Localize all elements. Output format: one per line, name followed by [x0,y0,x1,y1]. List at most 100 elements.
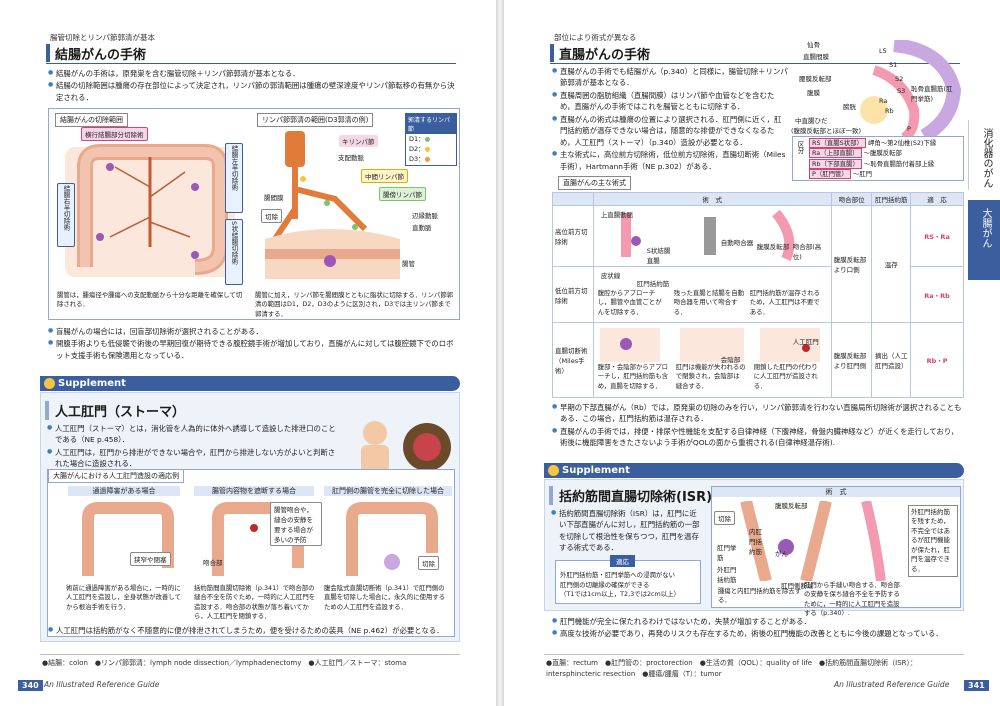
stoma-col-2: 腸管内容物を遮断する場合 [194,486,314,496]
isr-tag-internal: 内肛門括約筋 [749,528,762,556]
anat-tag-s1: S1 [889,61,898,69]
bullet: 人工肛門（ストーマ）とは，消化管を人為的に体外へ誘導して造設した排泄口のことであ… [47,423,337,446]
tag-main-lymph: キリンパ節 [339,135,378,147]
tag-excision: 切除 [261,209,282,223]
folio-left: An Illustrated Reference Guide [44,680,160,689]
legend-d2: D2： [409,144,425,153]
tag-marginal-artery: 辺縁動脈 [412,212,438,220]
supplement-band-right: Supplement [544,463,964,478]
right-title-rule [550,63,960,64]
footer-rule-left [40,654,460,655]
anat-tag-reflection: 腰膜反転部 [799,75,832,83]
miles-illus [599,328,820,362]
row3-sphincter: 摘出（人工肛門造設） [871,322,912,398]
left-page: 腸管切除とリンパ節郭清が基本 結腸がんの手術 結腸がんの手術は，原発巣を含む腸管… [0,0,496,706]
row2-note-2: 残った直腸と結腸を自動吻合器を用いて吻合する． [673,289,744,316]
bullet: 直腸周囲の脂肪組織（直腸間膜）はリンパ節や血管などを含むため，直腸がんの手術では… [552,90,788,113]
row2-note-1: 腹腔からアプローチし，腸管や血管ごとがんを切除する． [597,289,662,316]
bullet: 人工肛門は括約筋がなく不随意的に便が排泄されてしまうため，便を受けるための装具（… [48,625,458,636]
bullet: 結腸の切除範囲は腫瘍の存在部位によって決定され，リンパ節の郭清範囲は腫瘍の壁深達… [48,80,458,103]
left-title-rule [46,63,456,64]
supplement-label: Supplement [58,378,126,389]
th-blank [552,192,594,206]
side-tab-colorectal[interactable]: 大腸がん [968,200,1000,280]
lymph-legend: 郭清するリンパ節 D1：● D2：● D3：● [405,113,457,167]
right-intro-bullets: 直腸がんの手術でも結腸がん（p.340）と同様に，腸管切除＋リンパ節郭清が基本と… [552,66,788,173]
row3-site: 腹膜反転部より肛門側 [830,322,873,398]
side-tab-digestive[interactable]: 消化器のがん [968,120,1000,190]
row1-indication: RS・Ra [910,205,964,267]
tag-intestine: 腸管 [402,260,415,268]
isr-indication-title: 適応 [610,555,635,567]
table-row: 低位前方切除術 皮状線 肛門括約筋 腹腔からアプローチし，腸管や血管ごとがんを切… [552,266,964,323]
supplement-panel-right: 括約筋間直腸切除術(ISR) 括約筋間直腸切除術（ISR）は，肛門に近い下部直腸… [544,479,964,617]
legend-d3: D3： [409,154,425,163]
row1-tag-rectum: 直腸 [646,257,660,265]
anat-tag-s2: S2 [895,75,904,83]
bullet: 人工肛門は，肛門から排泄ができない場合や，肛門から排泄しない方がよいと判断された… [47,447,337,470]
isr-indication-box: 適応 外肛門括約筋・肛門挙筋への浸潤がない 肛門側の切離縁の確保ができる （T1… [555,555,701,604]
right-kicker: 部位により術式が異なる [554,33,637,42]
bullet: 盲腸がんの場合には，回盲部切除術が選択されることがある． [48,326,458,337]
row3-note-1: 腹部・会陰部からアプローチし，肛門括約筋も含め，直腸を切除する． [597,363,668,390]
anat-tag-rb: Rb [885,107,894,115]
tag-paracolic-lymph: 腸傍リンパ節 [379,187,426,201]
anat-tag-l5: L5 [879,47,887,55]
left-bullets-2: 盲腸がんの場合には，回盲部切除術が選択されることがある． 開腹手術よりも低侵襲で… [48,326,458,362]
row2-note-3: 肛門括約筋が温存されるため，人工肛門は不要である． [749,289,820,316]
tag-feeding-artery: 支配動脈 [338,154,364,162]
isr-caption-2: 肛門から手縫い吻合する．吻合部の安静を保ち縫合不全を予防するために，一時的に人工… [804,581,900,617]
isr-tag-cancer: がん [775,550,788,558]
table-row: 高位前方切除術 上直腸動脈 S状結腸 直腸 自動吻合器 腹膜反転部 吻合部(高位… [552,205,964,323]
anat-tag-mesorectum: 直腸間膜 [803,53,829,61]
stoma-tag-excision: 切除 [418,556,439,570]
isr-illus [740,501,886,581]
row2-illus: 皮状線 肛門括約筋 腹腔からアプローチし，腸管や血管ごとがんを切除する． 残った… [592,266,832,323]
row2-indication: Ra・Rb [910,266,964,323]
row3-name: 直腸切断術（Miles手術） [552,322,594,398]
legend-head: 区分 [796,141,804,154]
bullet: 早期の下部直腸がん（Rb）では，原発巣の切除のみを行い，リンパ節郭清を行わない直… [552,402,964,425]
fig-caption-right: 腸管に加え，リンパ節を腸間膜とともに脂状に切除する．リンパ節郭清の範囲はD1，D… [255,291,454,318]
tag-mesentery: 腸間膜 [264,194,284,202]
isr-indication-3: （T1では1cm以上，T2,3では2cm以上） [560,590,680,599]
folio-right: An Illustrated Reference Guide [834,680,950,689]
bullet: 結腸がんの手術は，原発巣を含む腸管切除＋リンパ節郭清が基本となる． [48,68,458,79]
tag-left-hemicolectomy: 結腸左半切除術 [225,143,243,213]
isr-tag-levator: 肛門挙筋 [717,544,737,562]
stoma-caption-2: 括約筋間直腸切除術（p.341）で吻合部の縫合不全を防ぐため，一時的に人工肛門を… [194,584,316,620]
row3-note-2: 肛門は機能が失われるので閉鎖され，会陰部は縫合する． [675,363,746,390]
legend-p-desc: 〜肛門 [852,169,873,178]
stoma-tag-stenosis: 狭窄や閉塞 [130,552,171,566]
row3-illus: 会陰部 人工肛門 腹部・会陰部からアプローチし，肛門括約筋も含め，直腸を切除する… [592,322,832,398]
bullet: 直腸がんの手術でも結腸がん（p.340）と同様に，腸管切除＋リンパ節郭清が基本と… [552,66,788,89]
colon-illustration [65,144,235,277]
table-row: 直腸切断術（Miles手術） 会陰部 人工肛門 腹部・会陰部からアプローチし，肛… [552,322,964,398]
anat-tag-s3: S3 [897,87,906,95]
stoma-col-3: 肛門側の腸管を完全に切除した場合 [324,486,452,496]
stoma-illus-3 [346,502,438,576]
legend-p: P（肛門管） [809,168,851,179]
page-number-left: 340 [18,680,43,691]
th-procedure: 術 式 [592,192,832,206]
tag-right-hemicolectomy: 結腸右半切除術 [57,183,75,247]
lymph-illustration [265,131,400,279]
supplement-icon [44,378,55,389]
stoma-caption-3: 腹会陰式直腸切断術（p.341）で肛門側の直腸を切除した場合に，永久的に使用する… [324,584,446,611]
anat-tag-puborectalis: 恥骨直腸筋(肛門挙筋) [911,85,953,103]
th-anastomosis: 吻合部位 [830,192,873,206]
tag-intermediate-lymph: 中間リンパ節 [361,169,408,183]
footer-terms-left: ●結腸：colon ●リンパ節郭清：lymph node dissection／… [42,659,407,667]
stoma-title: 人工肛門（ストーマ） [45,401,185,420]
stoma-photo [361,421,451,473]
supplement-icon [548,465,559,476]
stoma-indication-box: 大腸がんにおける人工肛門造設の適応例 通過障害がある場合 腸管内容物を遮断する場… [47,469,455,637]
stoma-col-1: 通過障害がある場合 [68,486,180,496]
left-kicker: 腸管切除とリンパ節郭清が基本 [50,33,155,42]
row1-tag-stapler: 自動吻合器 [720,239,754,247]
footer-terms-right: ●直腸：rectum ●肛門管の：proctorection ●生活の質（QOL… [546,659,918,678]
bullet: 直腸がんの術式は腫瘍の位置により選択される．肛門側に近く，肛門括約筋が温存できな… [552,114,788,148]
rectal-surgery-table: 術 式 吻合部位 肛門括約筋 適 応 高位前方切除術 上直腸動脈 S状結腸 直腸… [552,192,964,398]
tag-transverse: 横行結腸部分切除術 [81,127,148,141]
supplement-label: Supplement [562,465,630,476]
